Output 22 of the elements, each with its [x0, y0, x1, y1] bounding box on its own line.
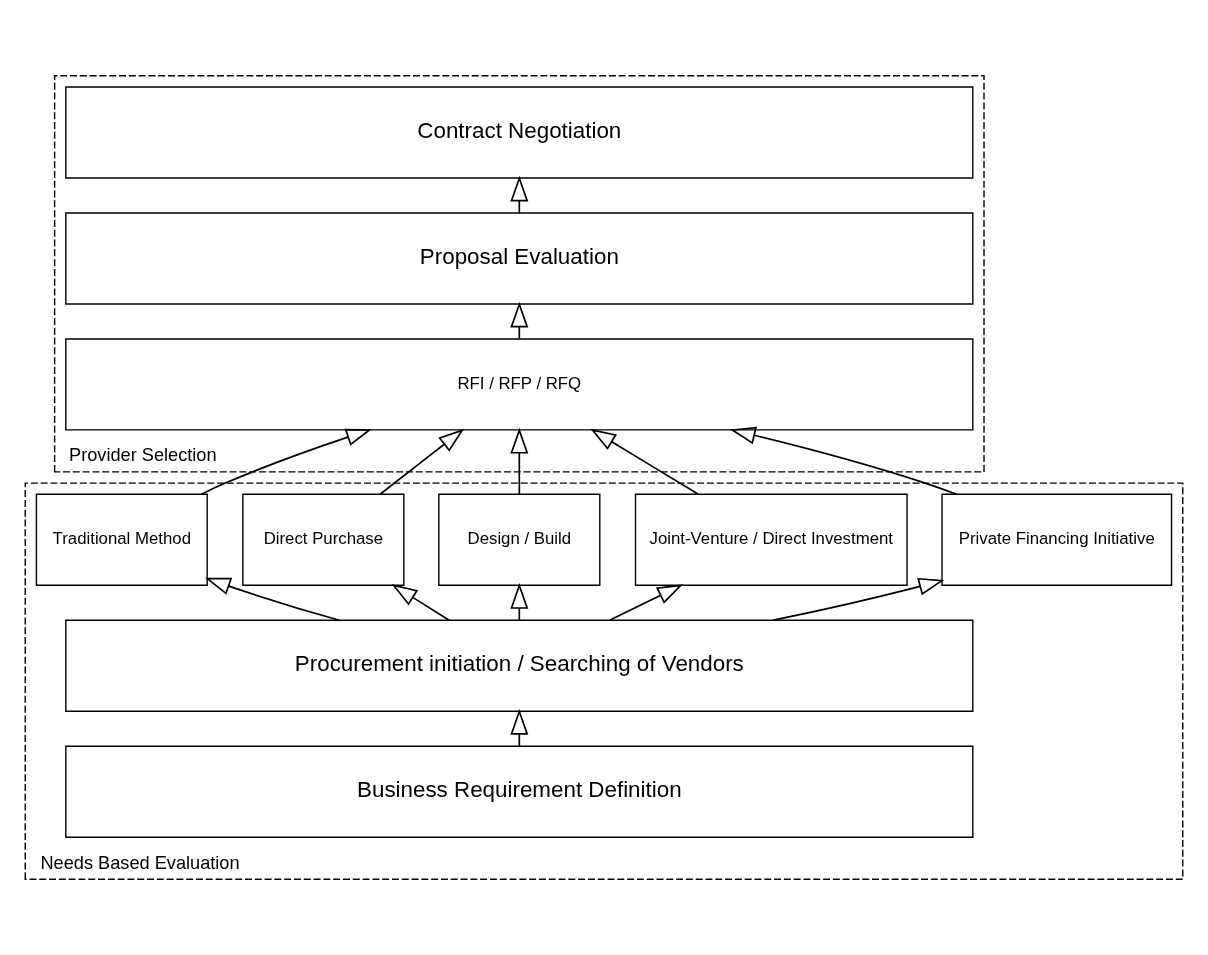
arrow — [391, 584, 450, 622]
node-box: Contract Negotiation — [65, 86, 974, 179]
arrow — [510, 427, 529, 496]
arrow — [379, 428, 465, 496]
node-box: Joint-Venture / Direct Investment — [634, 493, 908, 586]
node-box: Traditional Method — [35, 493, 208, 586]
arrow — [510, 175, 529, 214]
node-box: Proposal Evaluation — [65, 212, 974, 305]
node-box: Private Financing Initiative — [941, 493, 1173, 586]
arrow — [510, 583, 529, 621]
arrow — [729, 426, 958, 496]
node-box: Direct Purchase — [242, 493, 405, 586]
node-box: Business Requirement Definition — [65, 745, 974, 838]
node-box: Design / Build — [438, 493, 601, 586]
arrow — [204, 577, 341, 622]
arrow — [200, 428, 372, 495]
node-box: Procurement initiation / Searching of Vendors — [65, 619, 974, 712]
arrow — [510, 301, 529, 340]
arrow — [608, 584, 684, 622]
arrow — [510, 709, 529, 747]
arrow — [772, 577, 945, 621]
node-box: RFI / RFP / RFQ — [65, 338, 974, 431]
